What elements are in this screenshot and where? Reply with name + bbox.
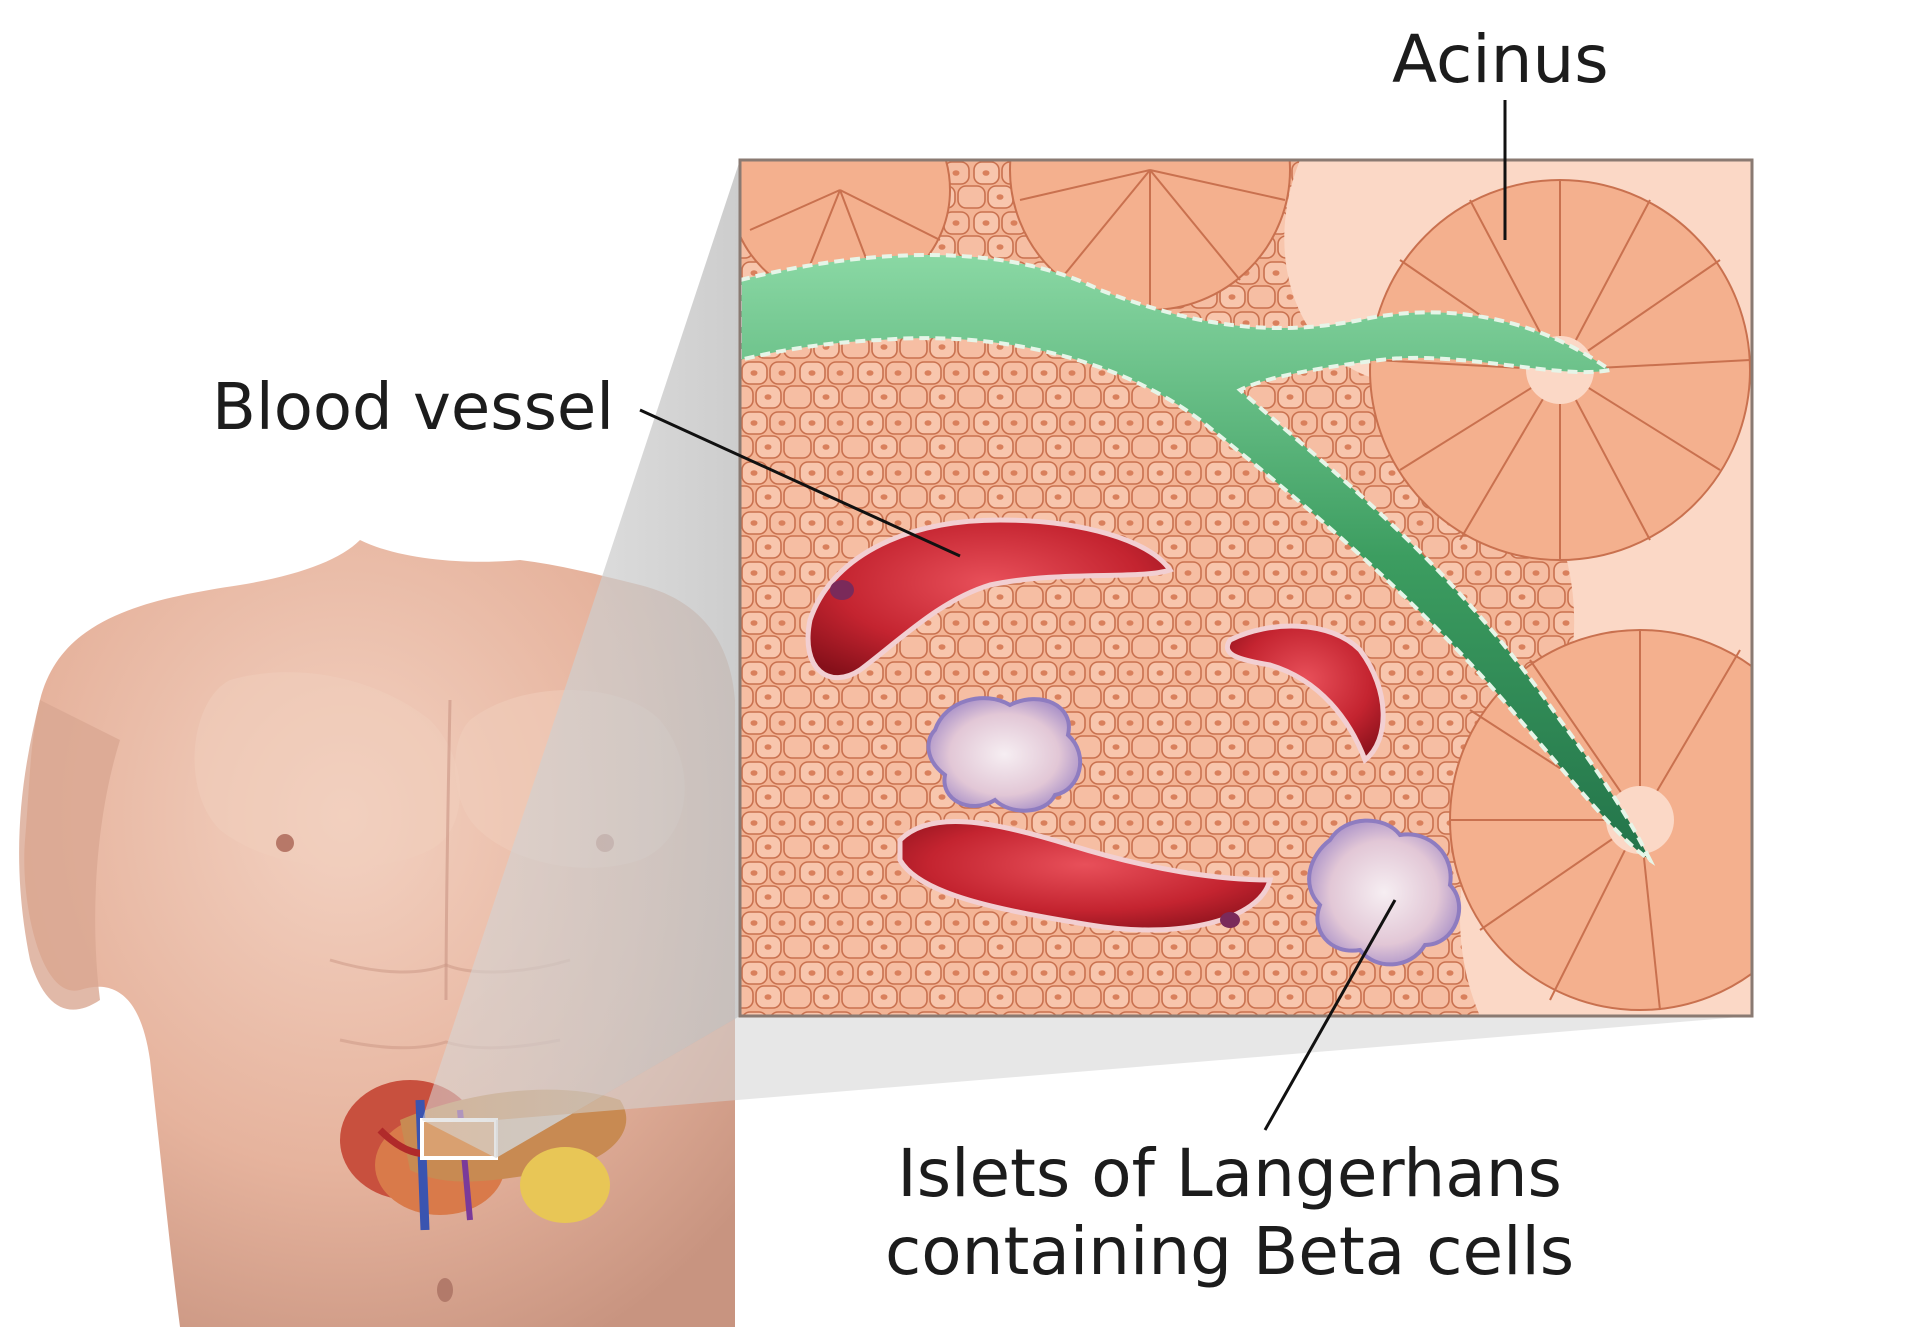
acinus-label: Acinus — [1392, 24, 1609, 97]
acinus-top — [1010, 30, 1290, 310]
islets-label-line-1: Islets of Langerhans — [885, 1135, 1574, 1213]
tissue-panel — [730, 30, 1830, 1016]
islets-label-line-2: containing Beta cells — [885, 1213, 1574, 1291]
islets-label: Islets of Langerhans containing Beta cel… — [885, 1135, 1574, 1291]
blood-vessel-label: Blood vessel — [212, 373, 614, 443]
